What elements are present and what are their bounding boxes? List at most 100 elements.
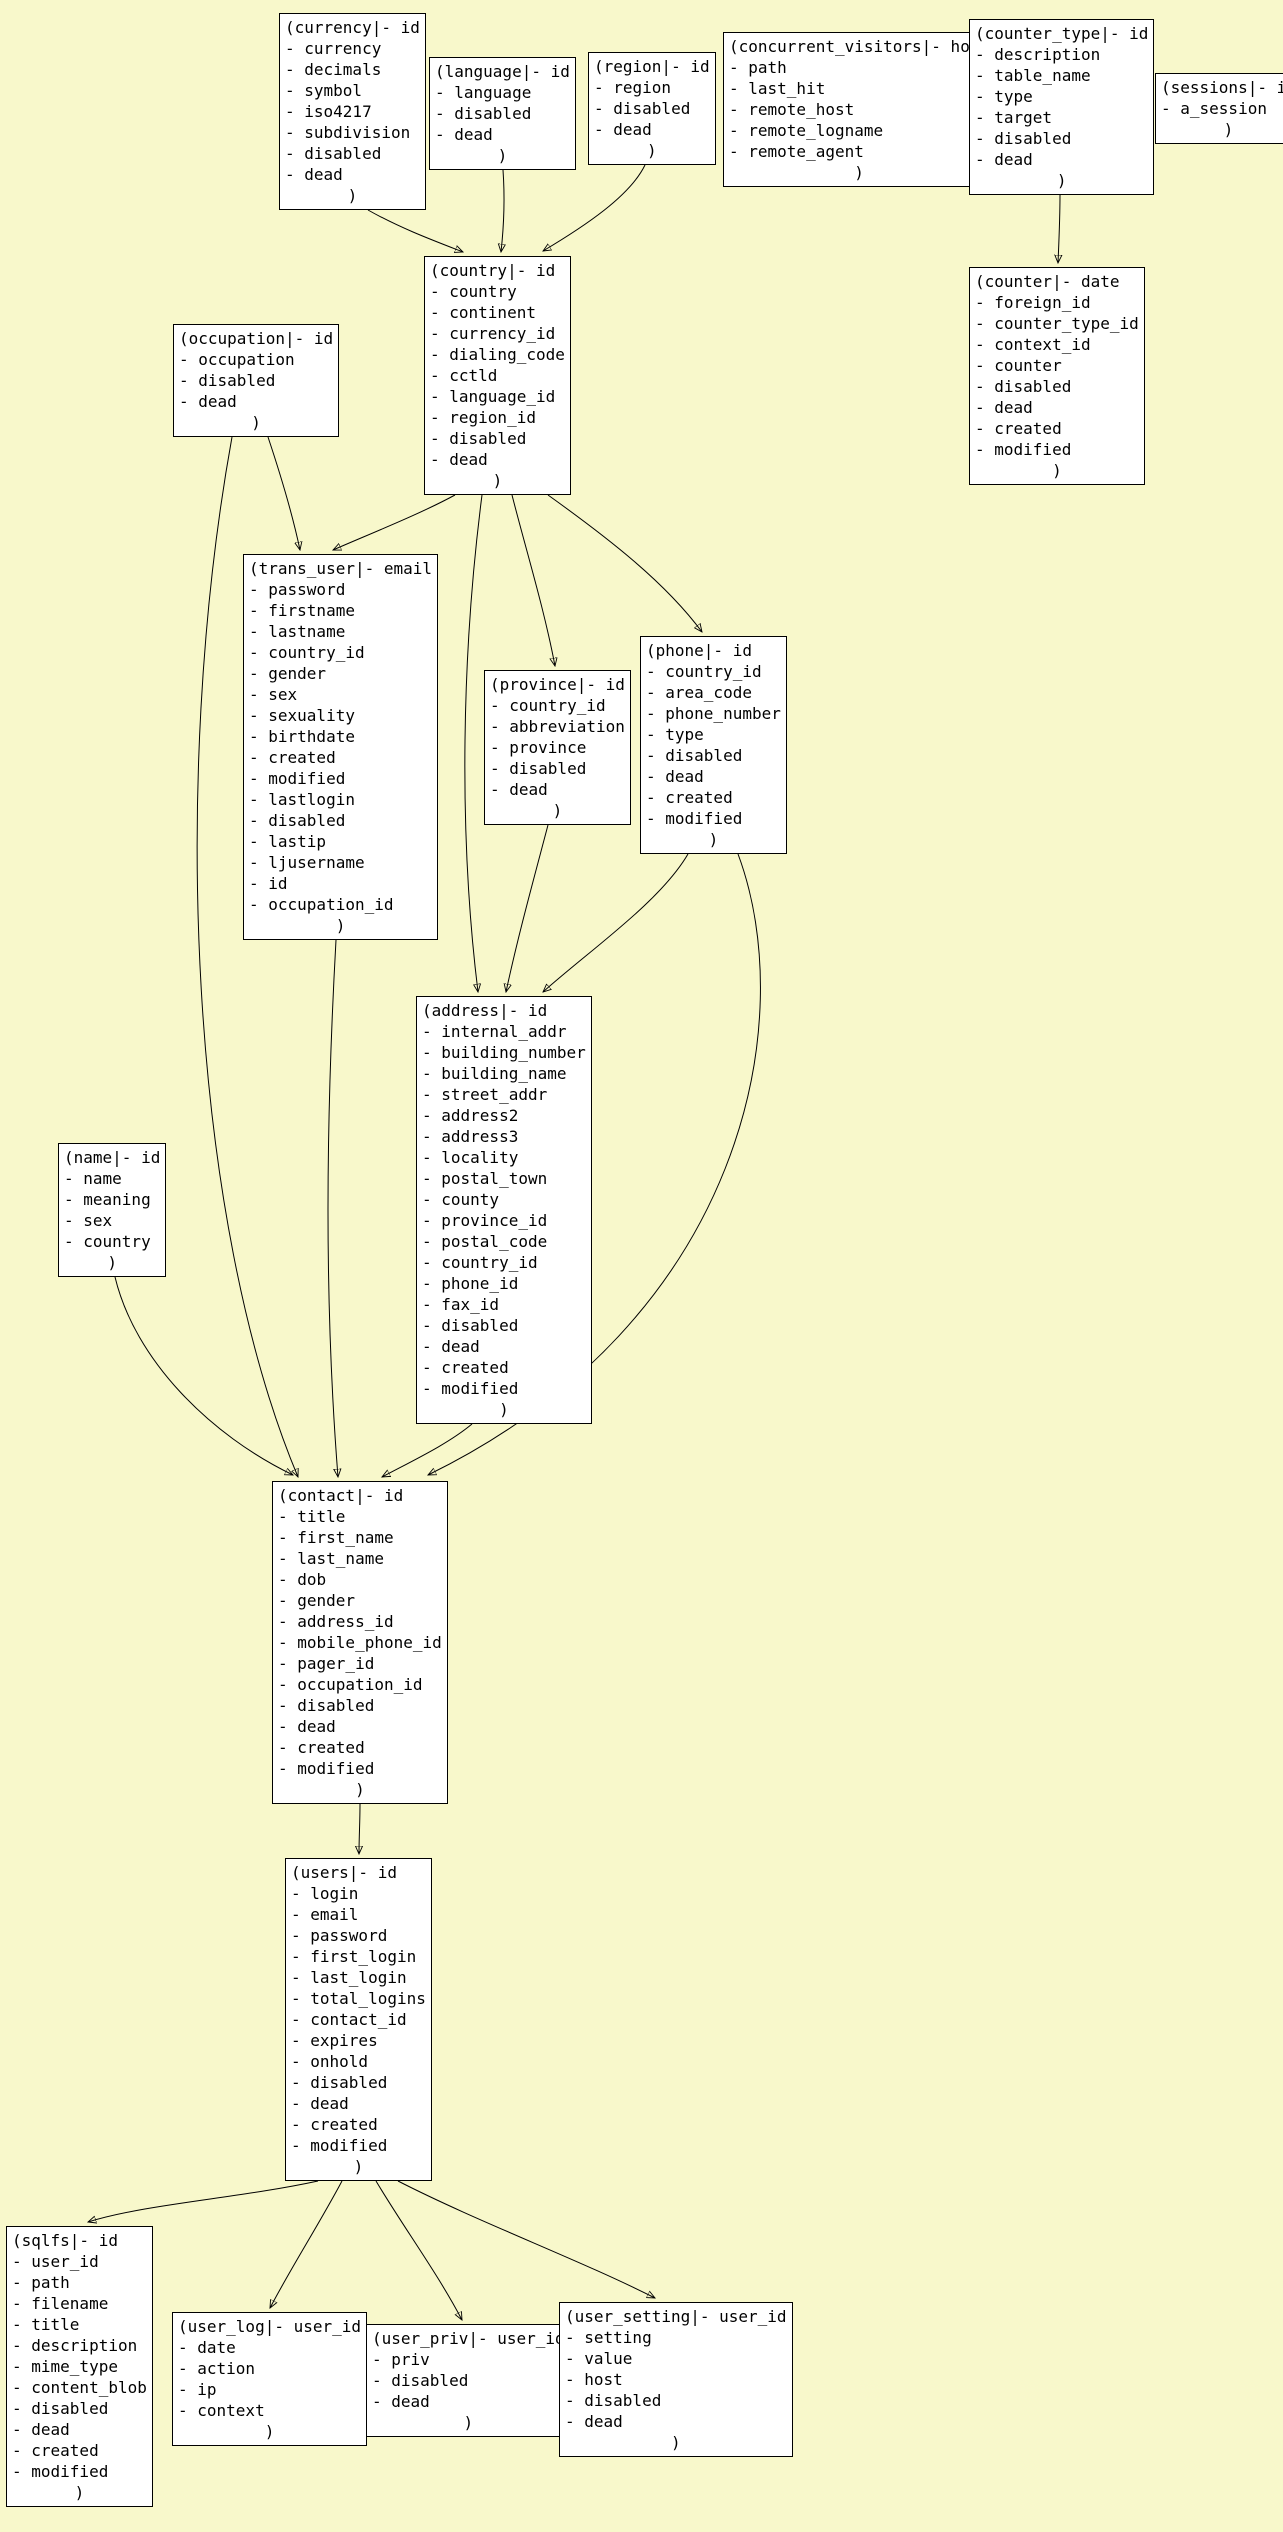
edge-country-address [464,494,483,992]
table-user_log: (user_log|- user_id- date- action- ip- c… [172,2312,368,2446]
table-field: - sexuality [249,706,355,725]
table-field: - fax_id [422,1295,500,1314]
table-field: - dead [646,767,704,786]
edge-region-country [543,164,646,251]
table-field: - modified [422,1379,519,1398]
table-close-paren: ) [1056,171,1067,190]
table-field: - mobile_phone_id [278,1633,442,1652]
table-field: - login [291,1884,359,1903]
table-field: - dead [565,2412,623,2431]
edge-counter_type-counter [1058,194,1060,263]
table-field: - path [12,2273,70,2292]
table-field: - occupation [179,350,295,369]
table-field: - email [291,1905,359,1924]
table-title: (country|- id [430,261,556,280]
table-field: - language [435,83,532,102]
table-field: - ip [178,2380,217,2399]
table-title: (region|- id [594,57,710,76]
table-field: - disabled [565,2391,662,2410]
table-field: - internal_addr [422,1022,567,1041]
table-field: - id [249,874,288,893]
table-field: - remote_agent [729,142,864,161]
table-field: - currency_id [430,324,556,343]
table-field: - country_id [646,662,762,681]
table-field: - lastip [249,832,327,851]
table-field: - created [291,2115,378,2134]
table-field: - birthdate [249,727,355,746]
table-field: - sex [64,1211,113,1230]
table-title: (concurrent_visitors|- host [729,37,990,56]
table-close-paren: ) [670,2433,681,2452]
edge-currency-country [367,209,463,252]
table-field: - dob [278,1570,327,1589]
table-field: - disabled [975,377,1072,396]
table-field: - region [594,78,672,97]
table-field: - remote_logname [729,121,884,140]
table-field: - occupation_id [249,895,394,914]
table-title: (trans_user|- email [249,559,433,578]
table-title: (counter_type|- id [975,24,1149,43]
table-field: - meaning [64,1190,151,1209]
table-field: - modified [12,2462,109,2481]
table-counter_type: (counter_type|- id- description- table_n… [969,19,1155,195]
table-field: - created [646,788,733,807]
table-close-paren: ) [463,2413,474,2432]
table-field: - created [12,2441,99,2460]
table-field: - dead [975,150,1033,169]
table-title: (counter|- date [975,272,1120,291]
table-close-paren: ) [1223,120,1234,139]
table-field: - context [178,2401,265,2420]
table-field: - path [729,58,787,77]
table-title: (user_priv|- user_id [372,2329,565,2348]
table-field: - description [12,2336,138,2355]
table-field: - contact_id [291,2010,407,2029]
table-close-paren: ) [854,163,864,182]
table-field: - dialing_code [430,345,565,364]
table-field: - disabled [12,2399,109,2418]
table-field: - address2 [422,1106,519,1125]
table-close-paren: ) [499,1400,509,1419]
table-field: - dead [372,2392,430,2411]
table-close-paren: ) [552,801,563,820]
table-field: - title [278,1507,346,1526]
table-currency: (currency|- id- currency- decimals- symb… [279,13,426,210]
table-field: - sex [249,685,298,704]
table-close-paren: ) [492,471,503,490]
table-field: - subdivision [285,123,411,142]
table-field: - title [12,2315,80,2334]
table-field: - occupation_id [278,1675,423,1694]
table-field: - dead [278,1717,336,1736]
table-field: - dead [594,120,652,139]
table-field: - created [278,1738,365,1757]
table-address: (address|- id- internal_addr- building_n… [416,996,592,1424]
table-close-paren: ) [355,1780,365,1799]
table-field: - disabled [372,2371,469,2390]
table-field: - postal_code [422,1232,548,1251]
table-close-paren: ) [347,186,358,205]
table-field: - dead [975,398,1033,417]
table-field: - postal_town [422,1169,548,1188]
table-field: - counter [975,356,1062,375]
table-field: - modified [249,769,346,788]
table-sqlfs: (sqlfs|- id- user_id- path- filename- ti… [6,2226,153,2507]
table-field: - symbol [285,81,363,100]
table-title: (name|- id [64,1148,161,1167]
table-field: - address_id [278,1612,394,1631]
table-field: - type [975,87,1033,106]
table-title: (users|- id [291,1863,397,1882]
table-field: - disabled [430,429,527,448]
table-user_setting: (user_setting|- user_id- setting- value-… [559,2302,793,2457]
table-close-paren: ) [264,2422,275,2441]
table-field: - disabled [975,129,1072,148]
table-field: - modified [646,809,743,828]
table-title: (language|- id [435,62,570,81]
table-field: - lastlogin [249,790,355,809]
table-language: (language|- id- language- disabled- dead… [429,57,576,170]
table-field: - province_id [422,1211,548,1230]
table-phone: (phone|- id- country_id- area_code- phon… [640,636,787,854]
table-trans_user: (trans_user|- email- password- firstname… [243,554,439,940]
table-province: (province|- id- country_id- abbreviation… [484,670,631,825]
table-field: - decimals [285,60,382,79]
table-field: - user_id [12,2252,99,2271]
